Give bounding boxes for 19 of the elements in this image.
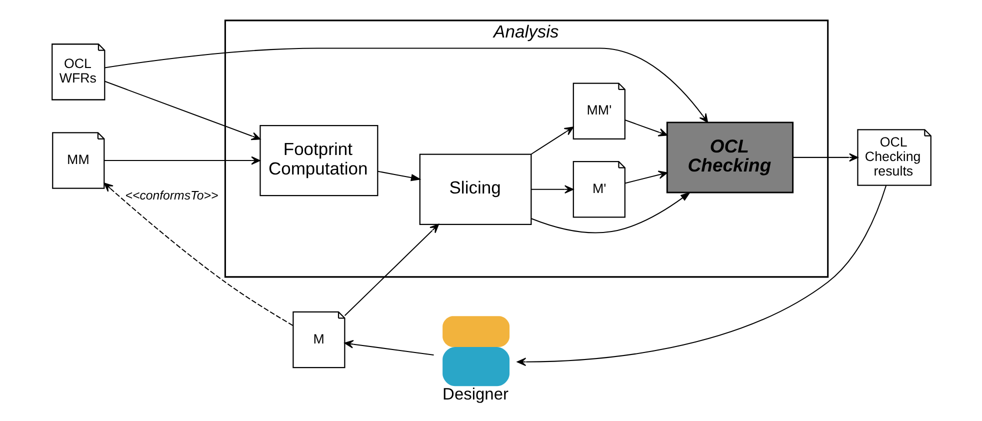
arrow	[377, 170, 421, 182]
arrow	[104, 156, 260, 165]
node-label: Designer	[442, 385, 508, 404]
arrow	[516, 185, 886, 366]
arrow	[792, 153, 858, 162]
arrow	[104, 48, 708, 123]
arrow	[530, 192, 690, 234]
arrow	[344, 340, 434, 356]
node-box: Footprint Computation	[259, 124, 378, 196]
arrow	[344, 224, 438, 316]
edge-label: <<conformsTo>>	[124, 188, 218, 202]
node-box: OCL Checking	[666, 122, 794, 194]
arrow	[624, 170, 668, 184]
arrow	[530, 126, 574, 155]
arrow	[103, 182, 293, 326]
arrow	[530, 185, 574, 194]
arrow	[104, 80, 260, 140]
node-box: Slicing	[418, 154, 532, 225]
arrow	[624, 120, 668, 136]
